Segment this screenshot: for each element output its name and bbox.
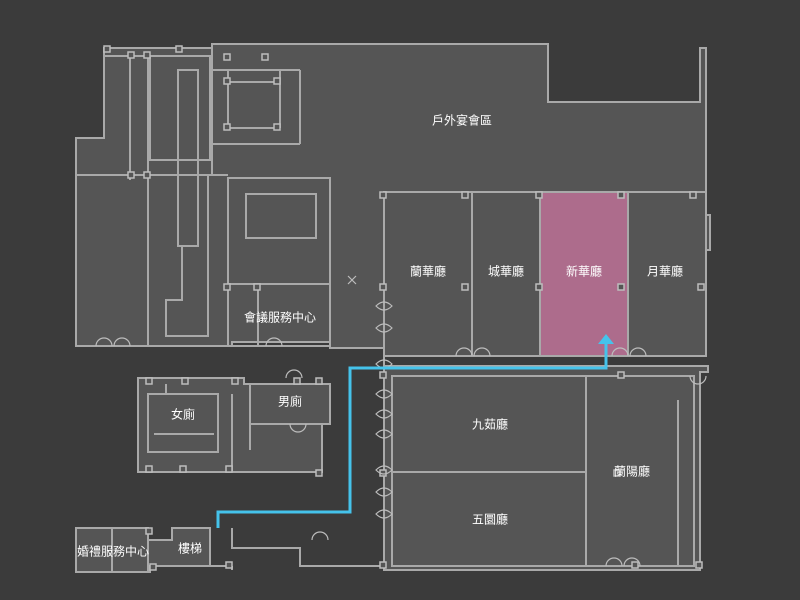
structural-columns (103, 45, 705, 571)
hall-cheng-hua (471, 191, 541, 357)
route-path (216, 342, 608, 528)
conference-service-room (227, 283, 331, 347)
hall-yue-hua (627, 191, 707, 357)
label-yue-hua: 月華廳 (647, 264, 683, 279)
label-conference-service: 會議服務中心 (244, 310, 316, 325)
hall-wu-yuan (391, 471, 587, 567)
label-wedding-service: 婚禮服務中心 (77, 544, 149, 559)
label-stairs: 樓梯 (178, 541, 202, 556)
label-cheng-hua: 城華廳 (488, 264, 524, 279)
womens-restroom-room (147, 393, 219, 453)
hall-lan-yang (585, 375, 695, 567)
label-mens-restroom: 男廁 (278, 394, 302, 409)
label-wu-yuan: 五圜廳 (472, 512, 508, 527)
north-court (212, 69, 301, 145)
hall-jiu-ru (391, 375, 587, 473)
route-arrow-head (598, 334, 614, 344)
label-jiu-ru: 九茹廳 (472, 417, 508, 432)
label-outdoor-banquet: 戶外宴會區 (432, 113, 492, 128)
west-service-wing (76, 44, 228, 346)
label-lan-yang: 蘭陽廳 (614, 464, 650, 479)
label-lan-hua: 蘭華廳 (410, 264, 446, 279)
hall-lan-hua (383, 191, 473, 357)
label-xin-hua: 新華廳 (566, 264, 602, 279)
door-swings (95, 275, 707, 567)
label-womens-restroom: 女廁 (171, 407, 195, 422)
